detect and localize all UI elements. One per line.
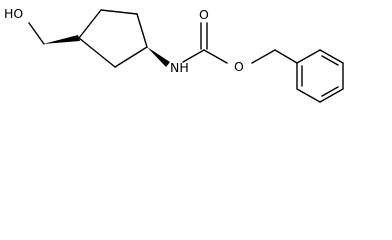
wedge-bond-nh xyxy=(147,47,170,67)
bond-ch2-phenyl xyxy=(274,49,298,64)
atom-label-hydroxyl: HO xyxy=(4,6,23,21)
benzene-bond-4 xyxy=(319,88,344,103)
ring-bond-3 xyxy=(136,13,148,48)
chemical-structure: HO NH O O xyxy=(4,6,344,103)
atom-label-carbonyl-oxygen: O xyxy=(199,7,209,22)
ring-bond-5 xyxy=(78,37,116,68)
benzene-inner-bond-1 xyxy=(321,55,339,66)
ring-bond-4 xyxy=(114,46,148,68)
wedge-bond-ch2 xyxy=(43,35,80,44)
benzene-bond-5 xyxy=(296,88,321,103)
bond-ester-o-ch2 xyxy=(251,49,276,64)
ring-bond-1 xyxy=(78,9,102,39)
benzene-bond-1 xyxy=(296,49,321,64)
bond-carbonyl-ester-o xyxy=(203,49,228,64)
bond-o-ch2 xyxy=(28,22,45,45)
benzene-inner-bond-2 xyxy=(321,86,339,97)
atom-label-ester-oxygen: O xyxy=(234,59,244,74)
bond-nh-carbonyl xyxy=(182,49,205,63)
atom-label-amine: NH xyxy=(170,60,189,75)
ring-bond-2 xyxy=(100,9,138,15)
benzene-bond-2 xyxy=(319,49,344,64)
